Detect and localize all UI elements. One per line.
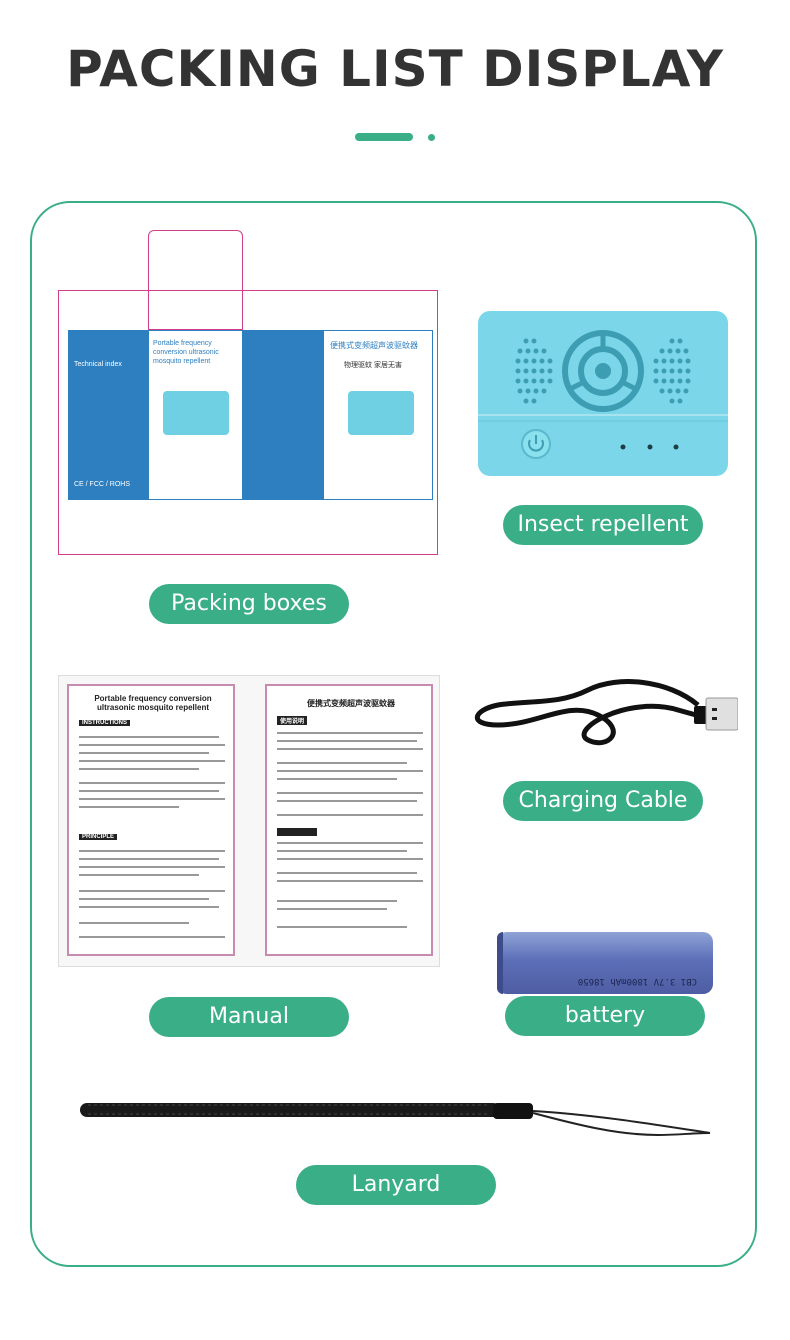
box-cert-text: CE / FCC / ROHS: [74, 481, 131, 488]
battery-end-cap: [497, 932, 503, 994]
cable-graphic: [474, 679, 738, 746]
box-device-picture-2: [348, 391, 414, 435]
label-packing-boxes: Packing boxes: [149, 584, 349, 624]
title-underline-dot: [428, 134, 435, 141]
battery-image: CB1 3.7V 1800mAh 18650: [497, 932, 713, 994]
box-title-en: Portable frequency conversion ultrasonic…: [153, 340, 219, 365]
manual-cn-usage: 使用说明: [277, 716, 308, 725]
box-front-cn: 便携式变频超声波驱蚊器 物理驱蚊 家居无害: [323, 330, 433, 500]
lanyard-image: [78, 1095, 712, 1145]
manual-image: Portable frequency conversion ultrasonic…: [58, 675, 440, 967]
box-top-flap: [148, 230, 243, 330]
lanyard-graphic: [80, 1103, 711, 1137]
label-manual: Manual: [149, 997, 349, 1037]
box-side-left: Technical index CE / FCC / ROHS: [68, 330, 148, 500]
box-device-picture: [163, 391, 229, 435]
manual-page-chinese: 便携式变频超声波驱蚊器 使用说明: [265, 684, 433, 956]
box-net-outline: [58, 290, 438, 555]
title-underline-dash: [355, 133, 413, 141]
box-side-right: [243, 330, 323, 500]
charging-cable-image: [468, 670, 738, 770]
packing-box-image: Technical index CE / FCC / ROHS Portable…: [58, 230, 438, 555]
box-title-cn: 便携式变频超声波驱蚊器: [330, 341, 418, 350]
box-front-en: Portable frequency conversion ultrasonic…: [148, 330, 243, 500]
insect-repellent-image: [478, 311, 728, 476]
page-title: PACKING LIST DISPLAY: [66, 40, 724, 98]
battery-print: CB1 3.7V 1800mAh 18650: [577, 976, 697, 986]
manual-en-instructions: INSTRUCTIONS: [79, 720, 130, 726]
manual-cn-title: 便携式变频超声波驱蚊器: [307, 699, 395, 708]
box-technical-index: Technical index: [74, 361, 122, 368]
manual-page-english: Portable frequency conversion ultrasonic…: [67, 684, 235, 956]
manual-en-title: Portable frequency conversion ultrasonic…: [94, 694, 212, 712]
label-charging-cable: Charging Cable: [503, 781, 703, 821]
manual-en-principle: PRINCIPLE: [79, 834, 118, 840]
packing-list-panel: [30, 201, 757, 1267]
label-lanyard: Lanyard: [296, 1165, 496, 1205]
label-battery: battery: [505, 996, 705, 1036]
label-insect-repellent: Insect repellent: [503, 505, 703, 545]
box-slogan-cn: 物理驱蚊 家居无害: [344, 362, 402, 369]
repellent-graphic: [478, 330, 728, 459]
